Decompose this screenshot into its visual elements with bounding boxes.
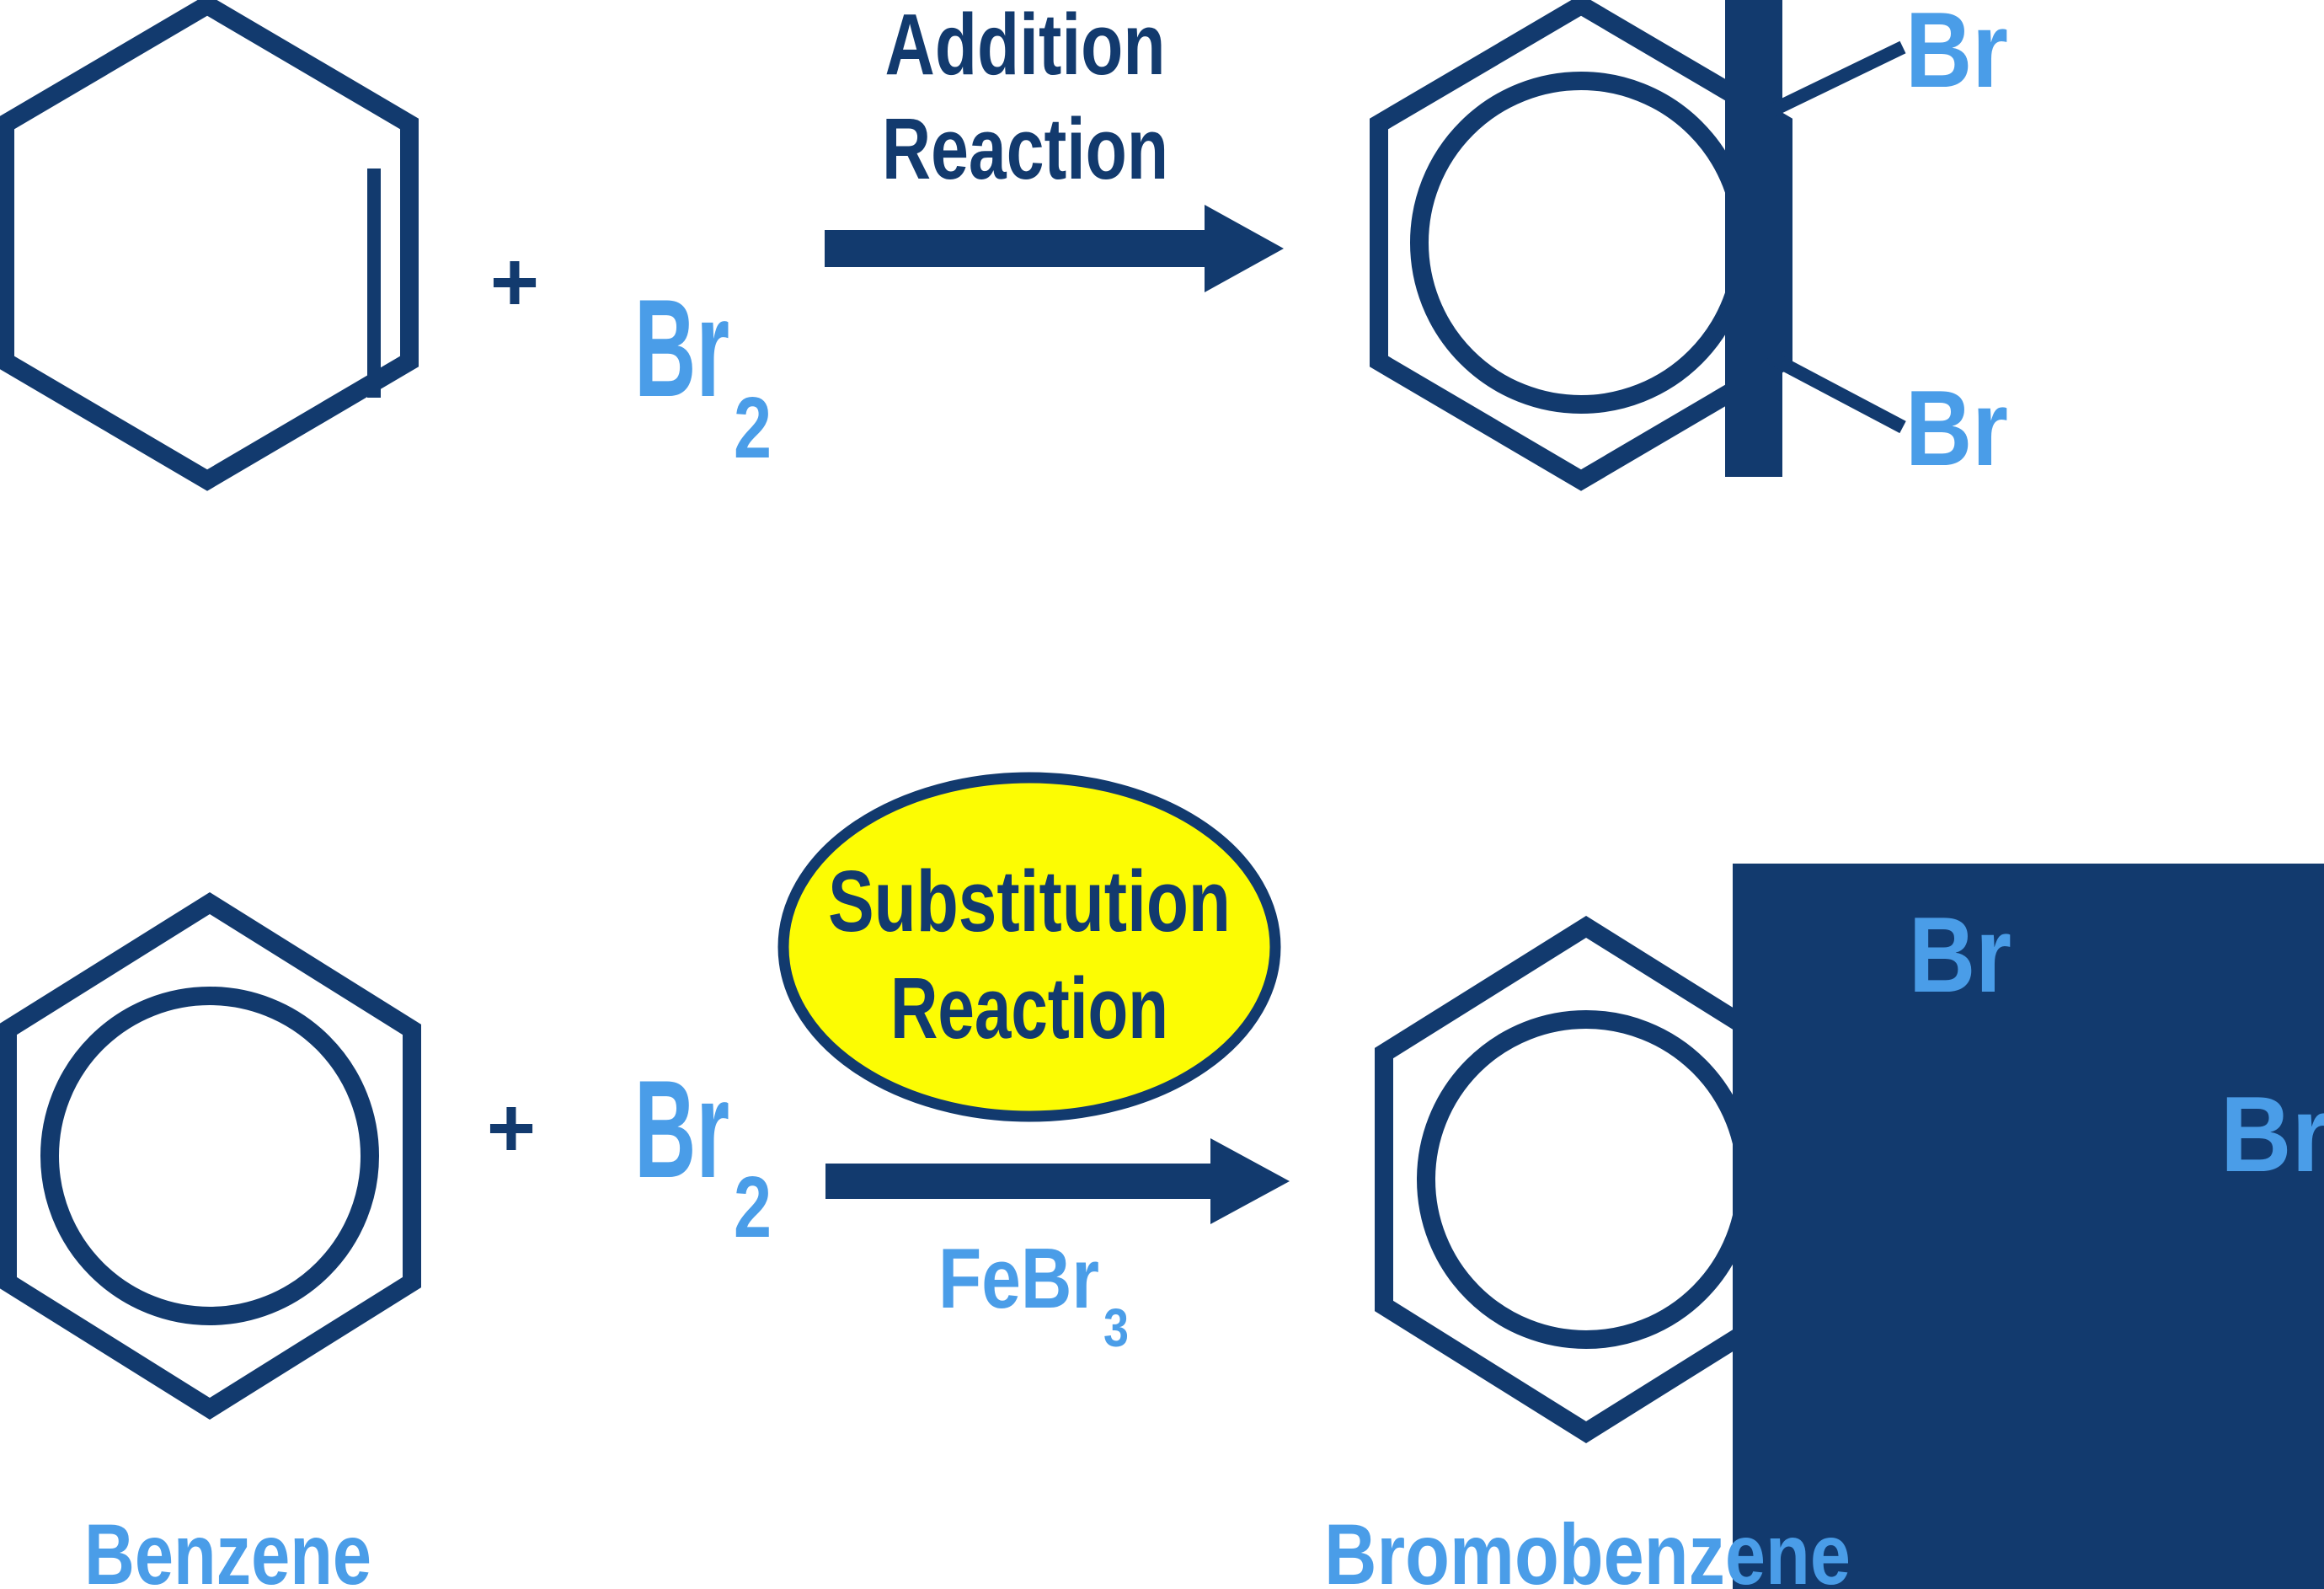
benzene-structure (0, 892, 421, 1420)
cyclohexene-structure (0, 0, 419, 491)
bubble-line2: Reaction (890, 960, 1168, 1057)
addition-arrow (825, 205, 1284, 292)
product-br-bottom-label: Br (1905, 368, 2008, 488)
product-bar-overlay (1725, 0, 1782, 477)
bromine-symbol: Br (634, 1051, 729, 1206)
plus-sign: + (487, 1081, 536, 1175)
substitution-bubble: Substitution Reaction (777, 772, 1281, 1122)
benzene-ring (0, 892, 421, 1420)
bromobenzene-name-label: Bromobenzene (1324, 1506, 1851, 1589)
bubble-ellipse (777, 772, 1281, 1122)
catalyst-label: FeBr 3 (938, 1232, 1129, 1358)
product-benzene-ring (1375, 916, 1798, 1443)
product-br-right-label: Br (2220, 1074, 2324, 1194)
cyclohexene-ring (0, 0, 419, 491)
substitution-reaction-row: + Br 2 Substitution Reaction FeBr 3 Br B… (0, 772, 2324, 1589)
addition-label-line1: Addition (885, 0, 1166, 93)
substitution-product-structure: Br Br (1375, 864, 2324, 1589)
catalyst-symbol: FeBr (938, 1232, 1099, 1326)
bromine-reagent: Br 2 (634, 270, 772, 476)
addition-reaction-label: Addition Reaction (882, 0, 1168, 197)
product-benzene-circle (1417, 1010, 1755, 1349)
catalyst-subscript: 3 (1103, 1297, 1129, 1358)
benzene-circle (40, 987, 379, 1325)
product-br-top-label: Br (1905, 0, 2008, 110)
bromine-reagent: Br 2 (634, 1051, 772, 1255)
addition-product-structure: Br Br (1370, 0, 2008, 491)
product-br-top-label: Br (1909, 895, 2011, 1014)
product-ring (1370, 0, 1792, 491)
addition-label-line2: Reaction (882, 100, 1168, 197)
substitution-arrow (825, 1138, 1290, 1224)
plus-sign: + (490, 235, 539, 329)
addition-reaction-row: + Br 2 Addition Reaction Br Br (0, 0, 2008, 491)
bond-to-br-top (1766, 40, 1906, 119)
benzene-name-label: Benzene (84, 1506, 371, 1589)
bubble-line1: Substitution (828, 853, 1231, 950)
bromine-subscript: 2 (734, 379, 772, 476)
bromine-subscript: 2 (734, 1158, 772, 1255)
product-ring-circle (1410, 72, 1752, 414)
product-rectangle-overlay (1733, 864, 2324, 1589)
bond-to-br-bottom (1766, 350, 1906, 434)
bromine-symbol: Br (634, 270, 729, 425)
